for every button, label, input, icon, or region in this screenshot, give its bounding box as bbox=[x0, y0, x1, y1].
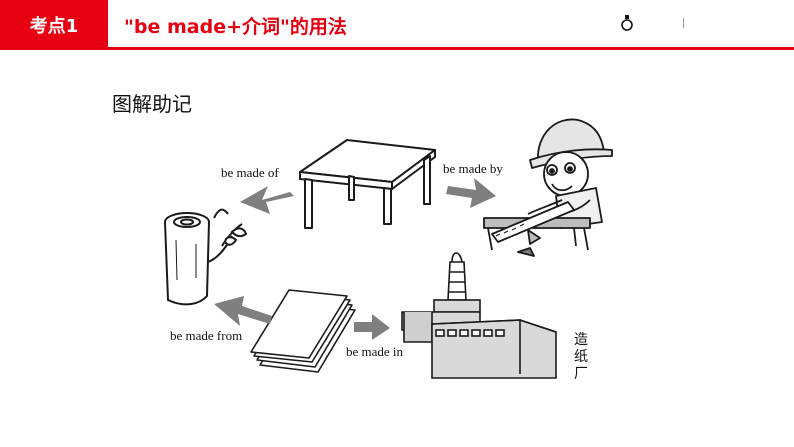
paper-stack-illustration bbox=[250, 289, 356, 373]
factory-sign-char: 造 bbox=[574, 332, 588, 348]
arrow-table-to-trunk bbox=[240, 186, 294, 214]
arrow-paper-to-factory bbox=[354, 314, 390, 340]
factory-illustration bbox=[401, 252, 557, 379]
header-divider bbox=[683, 18, 684, 28]
tree-trunk-illustration bbox=[164, 208, 248, 306]
section-title: 图解助记 bbox=[112, 92, 192, 116]
label-be-made-by: be made by bbox=[443, 161, 503, 176]
factory-sign-char: 纸 bbox=[574, 349, 588, 365]
label-be-made-in: be made in bbox=[346, 344, 404, 359]
slide-header: 考点1 "be made+介词"的用法 bbox=[0, 0, 794, 50]
slide-title: "be made+介词"的用法 bbox=[124, 16, 347, 38]
label-be-made-from: be made from bbox=[170, 328, 243, 343]
header-rule bbox=[0, 47, 794, 50]
table-illustration bbox=[299, 139, 436, 229]
label-be-made-of: be made of bbox=[221, 165, 279, 180]
carpenter-worker-illustration bbox=[483, 118, 613, 257]
arrow-table-to-worker bbox=[446, 178, 496, 208]
lightbulb-icon bbox=[621, 15, 633, 31]
arrow-paper-to-trunk bbox=[214, 296, 272, 326]
topic-tag: 考点1 bbox=[0, 0, 108, 50]
factory-sign-char: 厂 bbox=[574, 366, 588, 382]
